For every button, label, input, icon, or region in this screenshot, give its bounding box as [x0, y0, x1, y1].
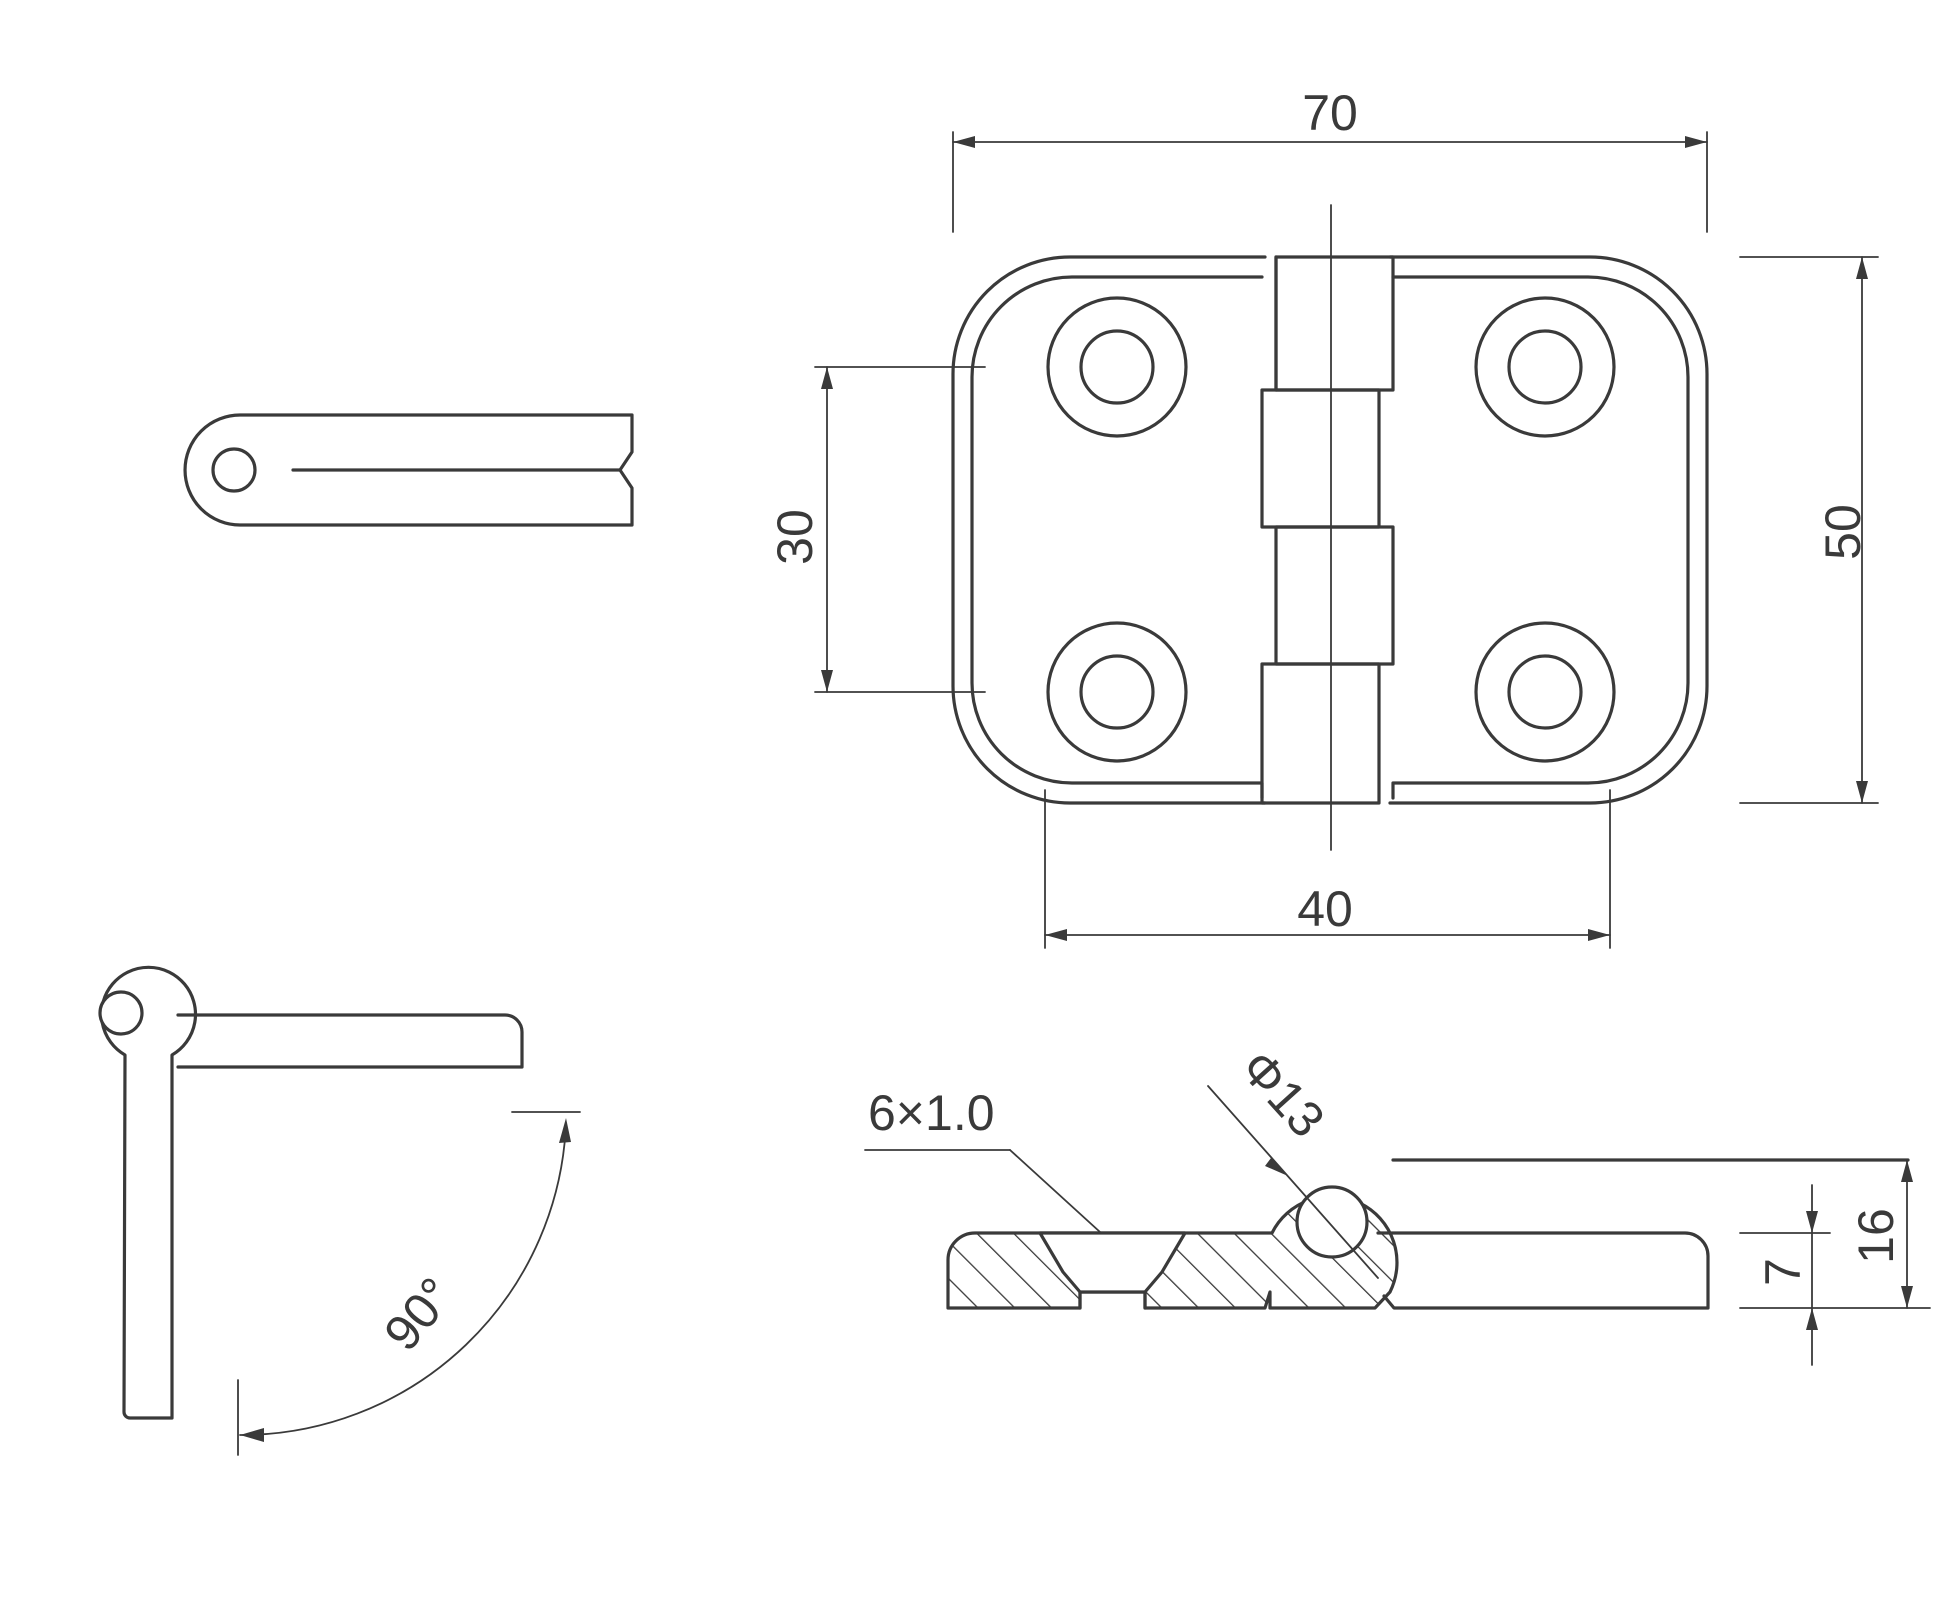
top-view	[951, 204, 1709, 851]
dimension-hole-pitch-horizontal: 40	[1044, 789, 1611, 949]
dimension-50-label: 50	[1815, 504, 1871, 560]
dimension-90-label: 90°	[373, 1267, 465, 1361]
side-view-closed	[183, 413, 634, 527]
pin-hole	[211, 447, 257, 493]
leaf-thickness-label: 7	[1755, 1258, 1811, 1286]
diameter-label: Φ13	[1230, 1039, 1336, 1147]
side-view-open	[98, 965, 524, 1420]
section-pin-hole	[1295, 1185, 1369, 1259]
dimension-overall-height: 50	[1739, 256, 1879, 804]
dimension-opening-angle: 90°	[237, 1111, 581, 1456]
dimension-overall-width: 70	[952, 85, 1708, 233]
section-view: 6×1.0 Φ13 7 16	[864, 1039, 1931, 1366]
total-thickness-label: 16	[1848, 1208, 1904, 1264]
pin-hole-open	[98, 990, 144, 1036]
dimension-40-label: 40	[1297, 881, 1353, 937]
dimension-hole-pitch-vertical: 30	[767, 366, 986, 693]
dimension-30-label: 30	[767, 509, 823, 565]
dimension-70-label: 70	[1302, 85, 1358, 141]
countersink-label: 6×1.0	[868, 1085, 995, 1141]
